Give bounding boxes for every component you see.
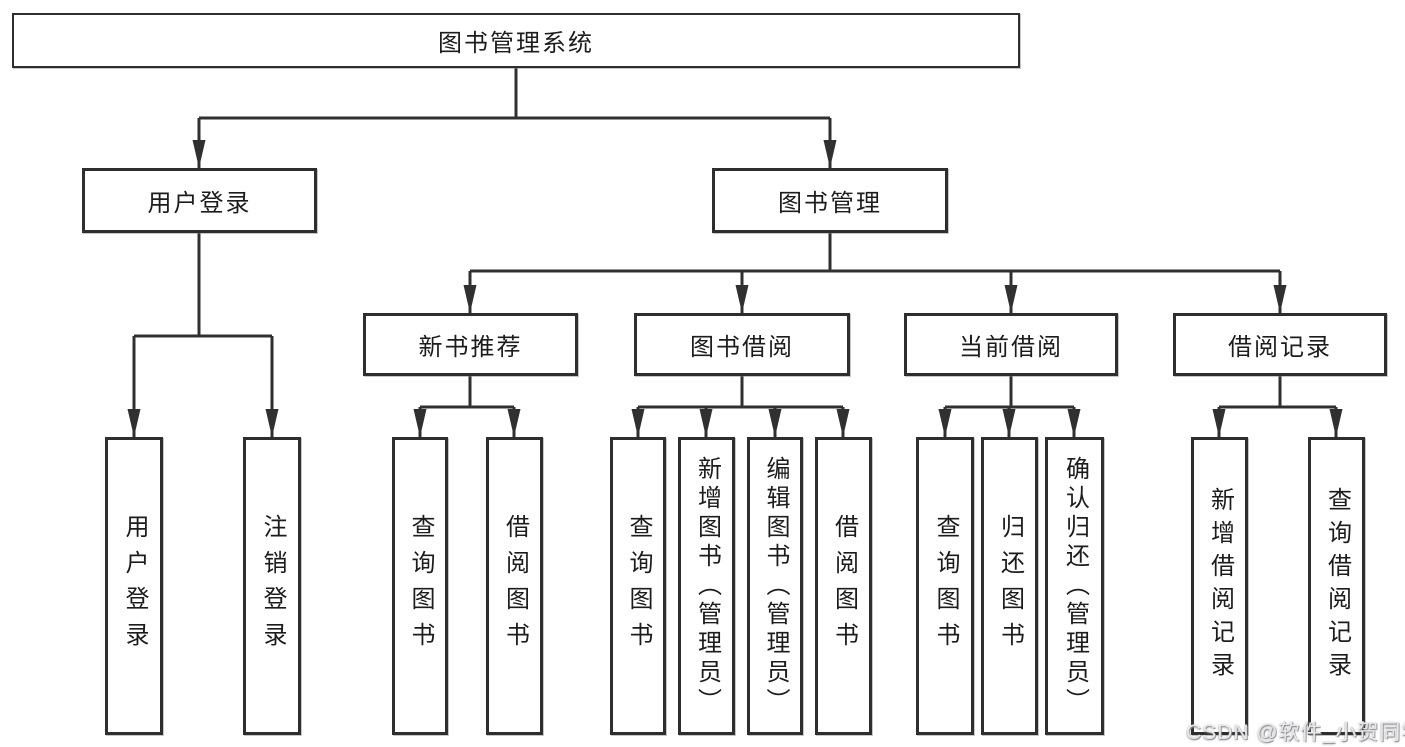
node-current-borrowing: 当前借阅 [904, 313, 1118, 376]
leaf-borrow-books-1: 借阅图书 [486, 437, 543, 735]
leaf-label: 查询借阅记录 [1323, 487, 1351, 685]
leaf-label: 归还图书 [996, 514, 1024, 658]
node-new-book-recommend: 新书推荐 [363, 313, 578, 376]
leaf-borrow-books-2: 借阅图书 [815, 437, 872, 735]
node-label: 图书管理系统 [438, 30, 594, 57]
leaf-add-borrow-record: 新增借阅记录 [1191, 437, 1248, 735]
node-label: 借阅记录 [1228, 334, 1332, 361]
node-label: 当前借阅 [959, 334, 1063, 361]
leaf-label: 用户登录 [121, 514, 148, 658]
leaf-label: 借阅图书 [830, 514, 858, 658]
leaf-label: 确认归还（管理员） [1061, 455, 1089, 717]
leaf-query-books-3: 查询图书 [916, 437, 974, 735]
node-label: 新书推荐 [418, 334, 523, 361]
node-borrowing-records: 借阅记录 [1173, 313, 1387, 376]
leaf-return-books: 归还图书 [981, 437, 1038, 735]
leaf-query-books-1: 查询图书 [392, 437, 448, 735]
leaf-label: 编辑图书（管理员） [762, 455, 789, 717]
node-label: 图书借阅 [690, 334, 794, 361]
leaf-label: 注销登录 [259, 514, 286, 658]
leaf-label: 查询图书 [407, 514, 434, 658]
leaf-confirm-return-admin: 确认归还（管理员） [1045, 437, 1104, 735]
csdn-watermark: CSDN @软件_小贺同学 [1186, 721, 1405, 744]
leaf-add-books-admin: 新增图书（管理员） [678, 437, 735, 735]
node-label: 用户登录 [147, 190, 252, 217]
leaf-edit-books-admin: 编辑图书（管理员） [747, 437, 803, 735]
node-book-management: 图书管理 [712, 168, 948, 233]
leaf-label: 借阅图书 [501, 514, 529, 658]
leaf-user-login: 用户登录 [105, 437, 163, 735]
node-book-borrowing: 图书借阅 [634, 313, 850, 376]
leaf-label: 新增借阅记录 [1206, 487, 1234, 685]
leaf-label: 查询图书 [932, 514, 959, 658]
node-library-management-system: 图书管理系统 [12, 13, 1020, 68]
leaf-query-borrow-record: 查询借阅记录 [1308, 437, 1365, 735]
leaf-logout: 注销登录 [243, 437, 301, 735]
node-user-login: 用户登录 [82, 168, 317, 233]
leaf-label: 查询图书 [625, 514, 652, 658]
node-label: 图书管理 [778, 190, 882, 217]
leaf-label: 新增图书（管理员） [693, 455, 721, 717]
leaf-query-books-2: 查询图书 [610, 437, 666, 735]
